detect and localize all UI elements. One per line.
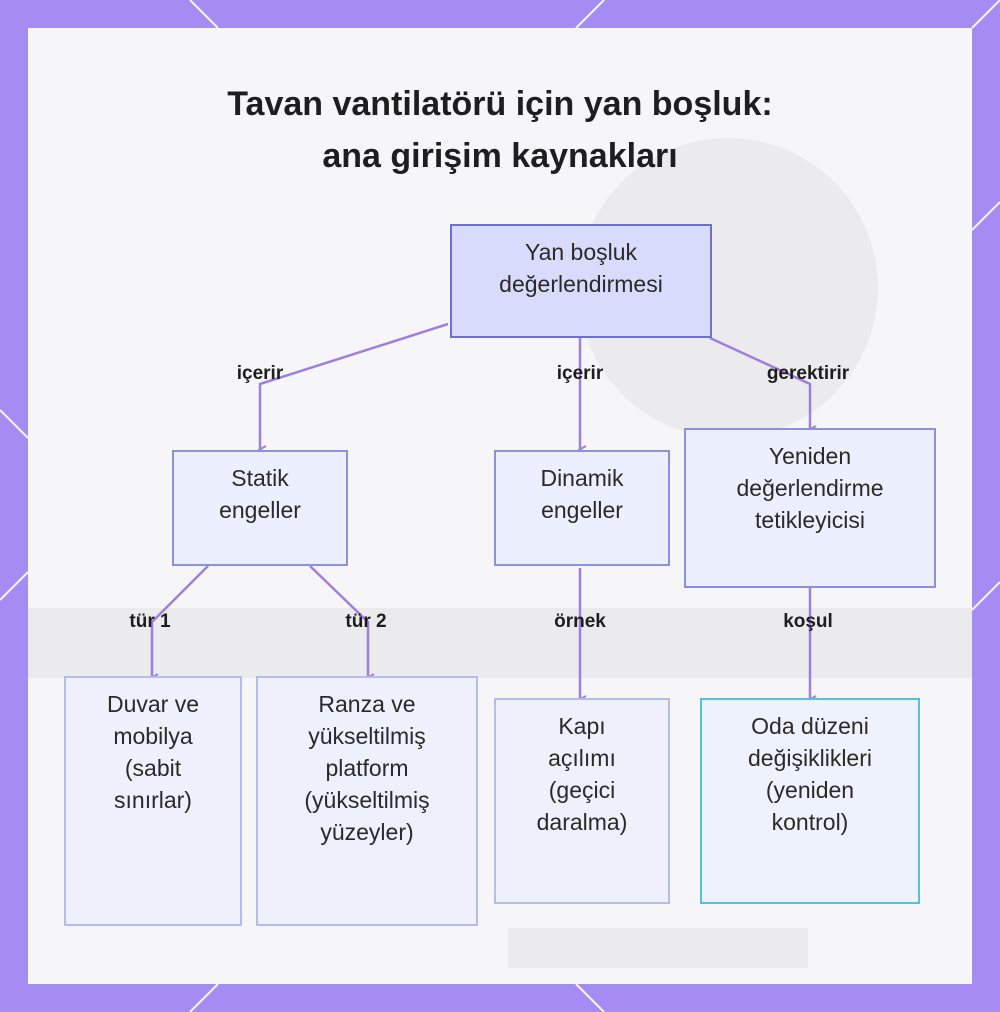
node-wall-and-furniture: Duvar ve mobilya (sabit sınırlar) bbox=[64, 676, 242, 926]
edge-label-trigger-room: koşul bbox=[783, 611, 833, 632]
node-side-clearance-assessment: Yan boşluk değerlendirmesi bbox=[450, 224, 712, 338]
node-text: Kapı bbox=[558, 713, 606, 739]
node-text: Yan boşluk bbox=[524, 239, 638, 265]
node-text: (sabit bbox=[124, 755, 182, 781]
node-text: Statik bbox=[231, 465, 289, 491]
node-text: değerlendirme bbox=[736, 475, 884, 501]
edge-static-bunk bbox=[309, 565, 368, 678]
node-text: Dinamik bbox=[540, 465, 624, 491]
node-text: engeller bbox=[219, 497, 301, 523]
edge-static-wall bbox=[152, 565, 209, 678]
node-text: (yükseltilmiş bbox=[304, 787, 430, 813]
diagram-canvas: Tavan vantilatörü için yan boşluk: ana g… bbox=[28, 28, 972, 984]
edge-label-root-trigger: gerektirir bbox=[766, 363, 850, 384]
node-room-layout-changes: Oda düzeni değişiklikleri (yeniden kontr… bbox=[700, 698, 920, 904]
node-text: yüzeyler) bbox=[320, 819, 414, 845]
edges-layer bbox=[28, 322, 972, 984]
node-text: (yeniden bbox=[765, 777, 855, 803]
node-dynamic-obstacles: Dinamik engeller bbox=[494, 450, 670, 566]
node-text: sınırlar) bbox=[114, 787, 192, 813]
edge-label-static-wall: tür 1 bbox=[129, 611, 171, 632]
node-text: platform bbox=[325, 755, 409, 781]
node-text: daralma) bbox=[536, 809, 628, 835]
node-text: değerlendirmesi bbox=[499, 271, 663, 297]
diagram-title-line-2: ana girişim kaynakları bbox=[322, 137, 678, 175]
edge-root-static bbox=[260, 322, 449, 450]
node-text: engeller bbox=[541, 497, 623, 523]
background-photo-decoration bbox=[28, 138, 972, 968]
node-text: değişiklikleri bbox=[748, 745, 872, 771]
node-text: Oda düzeni bbox=[751, 713, 869, 739]
node-text: kontrol) bbox=[771, 809, 849, 835]
edge-label-static-bunk: tür 2 bbox=[345, 611, 387, 632]
edge-label-root-static: içerir bbox=[236, 363, 284, 384]
node-text: tetikleyicisi bbox=[755, 507, 865, 533]
node-reassessment-trigger: Yeniden değerlendirme tetikleyicisi bbox=[684, 428, 936, 588]
node-text: yükseltilmiş bbox=[308, 723, 426, 749]
node-text: Yeniden bbox=[768, 443, 852, 469]
edge-root-trigger bbox=[709, 336, 810, 430]
node-text: Ranza ve bbox=[318, 691, 416, 717]
edge-label-root-dynamic: içerir bbox=[556, 363, 604, 384]
node-text: (geçici bbox=[548, 777, 616, 803]
node-text: açılımı bbox=[548, 745, 616, 771]
node-bunk-and-platform: Ranza ve yükseltilmiş platform (yükselti… bbox=[256, 676, 478, 926]
node-static-obstacles: Statik engeller bbox=[172, 450, 348, 566]
node-text: mobilya bbox=[113, 723, 193, 749]
node-door-opening: Kapı açılımı (geçici daralma) bbox=[494, 698, 670, 904]
node-text: Duvar ve bbox=[106, 691, 200, 717]
edge-label-dynamic-door: örnek bbox=[554, 611, 606, 632]
diagram-title-line-1: Tavan vantilatörü için yan boşluk: bbox=[227, 85, 773, 123]
